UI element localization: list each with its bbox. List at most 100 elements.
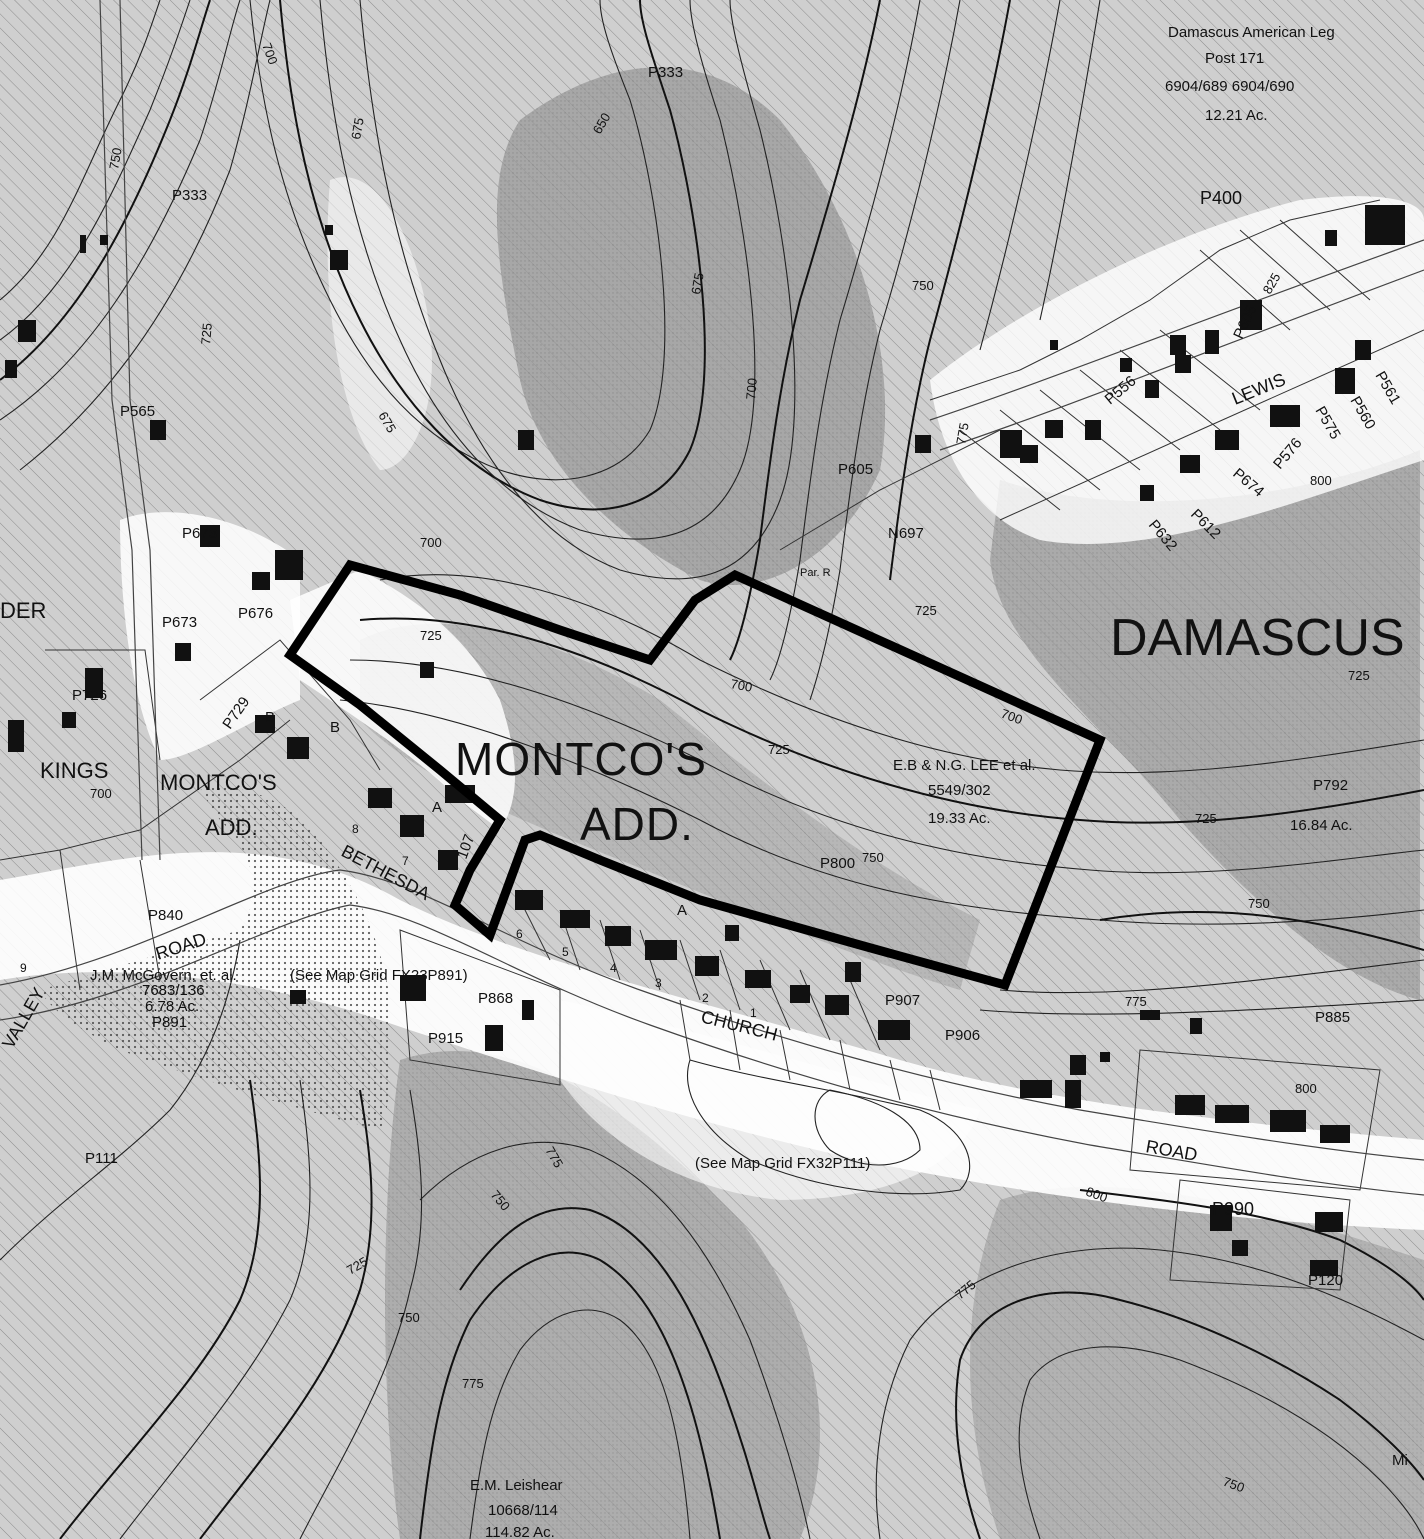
damascus-post-4: 12.21 Ac. [1205, 107, 1268, 124]
contour-label: 800 [1295, 1081, 1317, 1096]
parcel-label: P915 [428, 1030, 463, 1047]
parcel-label: P885 [1315, 1009, 1350, 1026]
parcel-label: P907 [885, 992, 920, 1009]
contour-label: 750 [862, 850, 884, 865]
parcel-label: P400 [1200, 188, 1242, 208]
lot-label: 8 [352, 822, 359, 836]
parcel-label: P868 [478, 990, 513, 1007]
lot-label: 4 [610, 961, 617, 975]
contour-label: 700 [729, 676, 753, 695]
contour-label: 750 [912, 278, 934, 293]
mcgovern-dotted-area [40, 787, 392, 1130]
wooded-zone-montco [360, 623, 980, 990]
contour-label: 775 [1125, 994, 1147, 1009]
contour-label: 700 [259, 41, 281, 67]
damascus-label: DAMASCUS [1110, 609, 1405, 667]
contour-label: 700 [90, 786, 112, 801]
contour-labels: 650 675 675 675 700 700 700 700 700 700 … [90, 41, 1370, 1495]
lot-label: 1 [750, 1006, 757, 1020]
parcel-label: P673 [162, 614, 197, 631]
montco-subtitle: ADD. [580, 798, 694, 850]
parcel-label: P792 [1313, 777, 1348, 794]
der-label: DER [0, 598, 46, 623]
roads [0, 0, 1424, 1196]
parcel-label: N697 [888, 525, 924, 542]
contour-label: 750 [1248, 896, 1270, 911]
owner-labels: E.B & N.G. LEE et al. 5549/302 19.33 Ac.… [90, 24, 1408, 1539]
grid-ref-fx32: (See Map Grid FX32P111) [695, 1155, 870, 1172]
contour-label: 725 [198, 322, 215, 345]
wooded-zone-south [385, 1050, 820, 1539]
parcel-label: P990 [1212, 1199, 1254, 1219]
parcel-label: P726 [72, 687, 107, 704]
mcgovern-ref: 7683/136 [142, 982, 205, 999]
contour-label: 700 [420, 535, 442, 550]
cleared-area-south-center [560, 1000, 980, 1200]
contour-label: 775 [953, 422, 972, 446]
p792-area: 16.84 Ac. [1290, 817, 1353, 834]
parcel-lines [0, 199, 1424, 1291]
lee-area: 19.33 Ac. [928, 810, 991, 827]
lot-label: 9 [20, 961, 27, 975]
contour-label: 725 [768, 742, 790, 757]
lot-label: A [677, 902, 687, 919]
wooded-zone-southeast [970, 1186, 1424, 1539]
montco-small-2: ADD. [205, 815, 258, 840]
damascus-post-2: Post 171 [1205, 50, 1264, 67]
contour-label: 800 [1084, 1184, 1110, 1206]
montco-small-1: MONTCO'S [160, 770, 277, 795]
lot-label: A [432, 799, 442, 816]
wooded-zone-center [496, 67, 886, 586]
contour-label: 750 [398, 1310, 420, 1325]
contour-label: 725 [915, 603, 937, 618]
leishear-ref: 10668/114 [488, 1502, 558, 1519]
parcel-label: P840 [148, 907, 183, 924]
grid-ref-fx23: (See Map Grid FX23P891) [290, 967, 468, 984]
parcel-label: P565 [120, 403, 155, 420]
contour-label: 775 [462, 1376, 484, 1391]
contour-label: 750 [1221, 1474, 1247, 1496]
lot-label: 5 [562, 945, 569, 959]
damascus-post-1: Damascus American Leg [1168, 24, 1335, 41]
contour-label: 675 [348, 117, 367, 141]
lee-ref: 5549/302 [928, 782, 991, 799]
contour-label: 725 [1195, 811, 1217, 826]
parcel-label: P800 [820, 855, 855, 872]
parcel-label: P673 [182, 525, 217, 542]
lot-label: 6 [516, 927, 523, 941]
contour-label: 725 [420, 628, 442, 643]
cleared-area-northwest [327, 177, 432, 470]
parcel-label: P333 [648, 64, 683, 81]
contour-label: 700 [999, 706, 1025, 728]
mcgovern-area: 6.78 Ac. [145, 998, 199, 1015]
leishear-name: E.M. Leishear [470, 1477, 563, 1494]
leishear-area: 114.82 Ac. [485, 1524, 555, 1539]
lot-label: B [330, 719, 340, 736]
lot-label: 7 [402, 854, 409, 868]
contour-label: 725 [1348, 668, 1370, 683]
parcel-label: P605 [838, 461, 873, 478]
lot-label: 3 [655, 976, 662, 990]
contour-label: 675 [688, 272, 707, 296]
mcgovern-name: J.M. McGovern, et. al. [90, 967, 237, 984]
parcel-label: P906 [945, 1027, 980, 1044]
lee-name: E.B & N.G. LEE et al. [893, 757, 1036, 774]
montco-title: MONTCO'S [455, 733, 707, 785]
contour-label: 700 [743, 377, 760, 400]
parcel-label: P333 [172, 187, 207, 204]
damascus-post-3: 6904/689 6904/690 [1165, 78, 1294, 95]
corner-text: Mi [1392, 1452, 1408, 1469]
large-labels: MONTCO'S ADD. DAMASCUS KINGS DER MONTCO'… [0, 598, 1405, 850]
parcel-label: Par. R [800, 567, 831, 579]
cleared-area-montco [290, 570, 515, 830]
montco-addition-boundary [283, 559, 1106, 991]
parcel-label: P676 [238, 605, 273, 622]
parcel-label: P111 [85, 1150, 118, 1167]
lot-label: B [265, 709, 275, 726]
parcel-label: P120 [1308, 1272, 1343, 1289]
contour-label: 800 [1310, 473, 1332, 488]
mcgovern-parcel: P891 [152, 1014, 187, 1031]
kings-label: KINGS [40, 758, 108, 783]
